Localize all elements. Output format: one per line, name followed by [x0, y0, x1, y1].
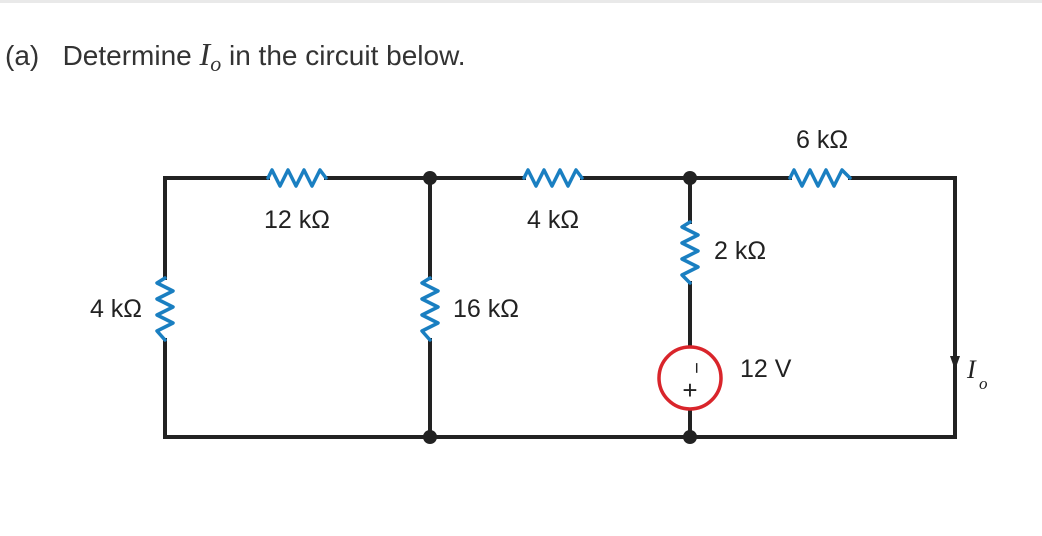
node-top-right [683, 171, 697, 185]
resistor-2k-branch [680, 220, 700, 285]
node-bottom-right [683, 430, 697, 444]
current-label-sub: o [979, 374, 988, 393]
label-4k-left: 4 kΩ [90, 295, 142, 323]
label-16k: 16 kΩ [453, 295, 519, 323]
question-text: (a) Determine Io in the circuit below. [5, 36, 466, 77]
source-minus-sign: − [685, 362, 707, 374]
current-arrow-icon [950, 356, 960, 370]
top-border [0, 0, 1042, 3]
question-text-after: in the circuit below. [228, 40, 466, 71]
resistor-4k-left [155, 276, 175, 342]
label-12v: 12 V [740, 355, 792, 383]
resistor-16k-middle [420, 276, 440, 342]
node-bottom-middle [423, 430, 437, 444]
question-var-sub: o [210, 51, 222, 76]
label-4k-top: 4 kΩ [527, 206, 579, 234]
resistor-4k-top-middle [522, 168, 584, 188]
resistor-6k-top-right [788, 168, 852, 188]
label-6k: 6 kΩ [796, 126, 848, 154]
question-prefix: (a) [5, 40, 40, 71]
label-2k: 2 kΩ [714, 237, 766, 265]
source-plus-sign: + [682, 375, 697, 405]
voltage-source: − + [657, 345, 723, 411]
question-text-before: Determine [62, 40, 192, 71]
node-top-middle [423, 171, 437, 185]
question-var: I [199, 36, 211, 72]
label-12k: 12 kΩ [264, 206, 330, 234]
nodes [423, 171, 697, 444]
current-label: I [966, 355, 977, 384]
resistor-12k-top-left [266, 168, 328, 188]
